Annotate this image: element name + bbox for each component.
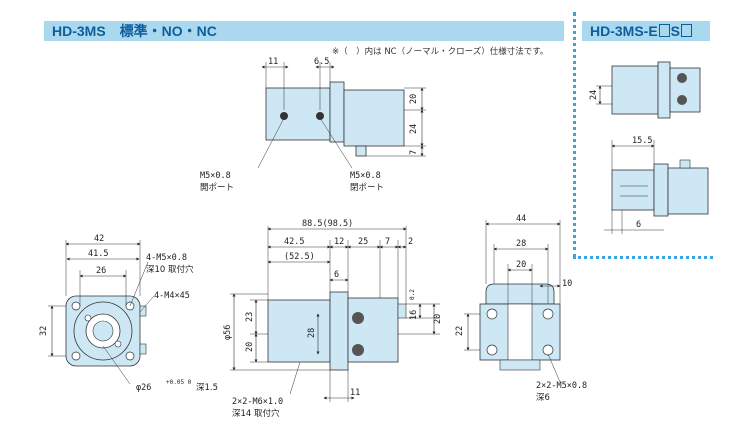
dim-11: 11 <box>268 57 278 67</box>
dim-44: 44 <box>516 214 526 224</box>
dim-20-left: 20 <box>245 342 255 352</box>
section-header-option: HD-3MS-E S <box>582 21 710 41</box>
dim-42: 42 <box>94 234 104 244</box>
dim-28: 28 <box>516 239 526 249</box>
option-title-prefix: HD-3MS-E <box>590 23 658 39</box>
open-port-size: M5×0.8 <box>200 171 231 181</box>
dim-7: 7 <box>409 150 419 155</box>
dim-26: 26 <box>96 266 106 276</box>
dim-20: 20 <box>516 260 526 270</box>
gripper-cylinder <box>343 89 405 147</box>
dim-24: 24 <box>589 90 599 100</box>
placeholder-box-icon <box>658 24 670 37</box>
bore-depth: 深1.5 <box>196 383 218 393</box>
dim-23: 23 <box>245 312 255 322</box>
end-view: 44 28 20 10 22 2×2-M5×0.8 深6 <box>455 214 587 403</box>
callout-side-mount: 2×2-M6×1.0 <box>232 397 283 407</box>
section-header-standard: HD-3MS 標準・NO・NC <box>44 21 564 41</box>
dim-32: 32 <box>39 326 49 336</box>
dim-20-right: 20 <box>433 314 443 324</box>
nc-note: ※（ ）内は NC（ノーマル・クローズ）仕様寸法です。 <box>332 47 549 57</box>
close-port-hole <box>316 112 324 120</box>
callout-end-depth: 深6 <box>536 393 550 403</box>
front-view: 42 41.5 26 32 4-M5×0.8 深10 取付穴 4-M4×45 φ… <box>39 234 218 393</box>
dim-12: 12 <box>334 237 344 247</box>
side-view: 88.5(98.5) 42.5 12 25 7 2 (52.5) 6 16 0.… <box>223 219 443 419</box>
dim-10: 10 <box>562 279 572 289</box>
dim-15-5: 15.5 <box>632 136 652 146</box>
placeholder-box-icon <box>681 24 693 37</box>
dim-24: 24 <box>409 124 419 134</box>
close-port-label: 閉ポート <box>350 183 384 193</box>
dim-25: 25 <box>358 237 368 247</box>
dim-6-5: 6.5 <box>314 57 329 67</box>
dim-20: 20 <box>409 94 419 104</box>
open-port-label: 開ポート <box>200 183 234 193</box>
bore-tolerance: +0.05 0 <box>166 379 192 386</box>
section-title: HD-3MS 標準・NO・NC <box>52 23 217 39</box>
gripper-boss <box>355 145 367 157</box>
dim-phi56: φ56 <box>223 325 233 340</box>
dim-6: 6 <box>636 220 641 230</box>
dim-2: 2 <box>408 237 413 247</box>
callout-end-mount: 2×2-M5×0.8 <box>536 381 587 391</box>
close-port-size: M5×0.8 <box>350 171 381 181</box>
open-port-hole <box>280 112 288 120</box>
dim-28: 28 <box>307 328 317 338</box>
separator-dotted-vertical <box>573 12 576 258</box>
dim-41-5: 41.5 <box>88 249 108 259</box>
dim-16: 16 <box>409 310 419 320</box>
separator-dotted-horizontal <box>573 256 713 259</box>
callout-mount-depth: 深10 取付穴 <box>146 264 194 275</box>
dim-16-tol: 0.2 <box>409 289 416 300</box>
option-title-mid: S <box>670 23 681 39</box>
gripper-flange <box>329 81 345 143</box>
dim-6: 6 <box>334 270 339 280</box>
dim-42-5: 42.5 <box>284 237 304 247</box>
dim-nc-52-5: (52.5) <box>284 252 315 262</box>
option-view: 24 15.5 6 <box>589 61 709 234</box>
callout-side-depth: 深14 取付穴 <box>232 408 280 419</box>
callout-mount-holes: 4-M5×0.8 <box>146 253 187 263</box>
callout-m4: 4-M4×45 <box>154 291 190 301</box>
dim-7: 7 <box>385 237 390 247</box>
top-view: 11 6.5 20 24 7 M5×0.8 開ポート M5×0.8 閉ポート <box>200 57 426 193</box>
dim-overall-length: 88.5(98.5) <box>302 219 353 229</box>
bore-diameter: φ26 <box>136 383 151 393</box>
dim-11: 11 <box>350 388 360 398</box>
dim-22: 22 <box>455 326 465 336</box>
